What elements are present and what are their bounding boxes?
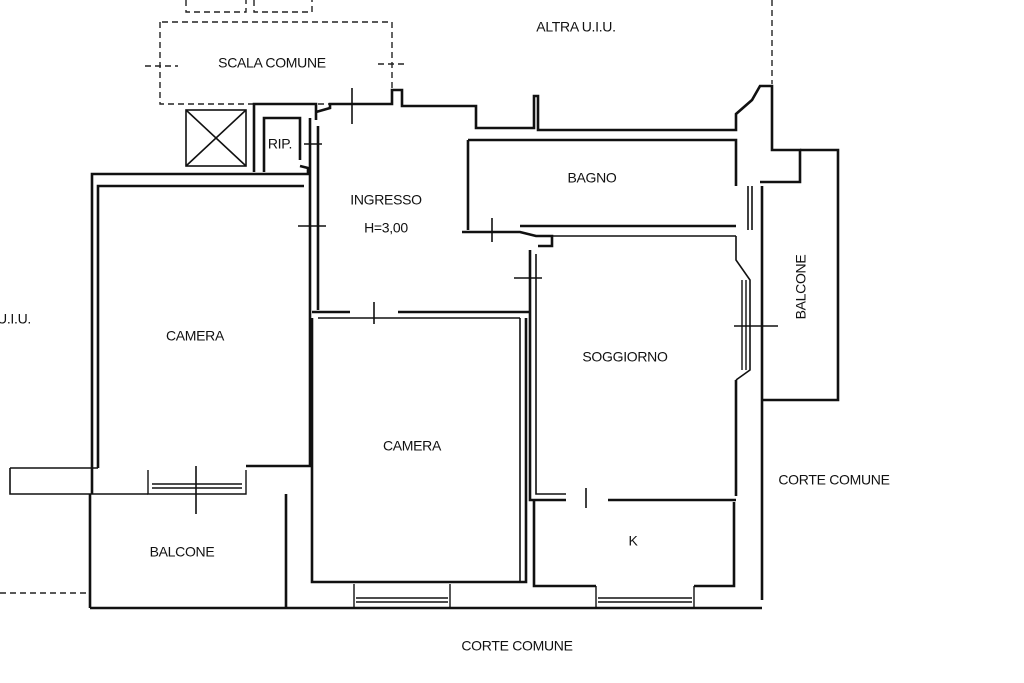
interior-walls <box>246 118 753 588</box>
label-k: K <box>628 533 638 549</box>
lift-shaft <box>185 109 247 167</box>
label-balcone-left: BALCONE <box>150 544 215 560</box>
label-ripostiglio: RIP. <box>268 136 292 152</box>
label-altra-uiu-left: U.I.U. <box>0 311 31 327</box>
outer-walls <box>9 84 840 610</box>
windows <box>147 280 747 608</box>
door-markers <box>195 88 778 514</box>
label-corte-comune-right: CORTE COMUNE <box>778 472 889 488</box>
label-bagno: BAGNO <box>567 170 616 186</box>
room-labels: ALTRA U.I.U. SCALA COMUNE RIP. INGRESSO … <box>0 19 890 654</box>
label-altra-uiu-top: ALTRA U.I.U. <box>536 19 615 35</box>
label-ingresso: INGRESSO <box>350 192 422 208</box>
label-camera-center: CAMERA <box>383 438 442 454</box>
label-camera-left: CAMERA <box>166 328 225 344</box>
label-height: H=3,00 <box>364 220 408 236</box>
label-balcone-right: BALCONE <box>793 255 809 320</box>
label-scala-comune: SCALA COMUNE <box>218 55 326 71</box>
dashed-boundaries <box>0 0 773 594</box>
label-soggiorno: SOGGIORNO <box>582 349 668 365</box>
label-corte-comune-bottom: CORTE COMUNE <box>461 638 572 654</box>
